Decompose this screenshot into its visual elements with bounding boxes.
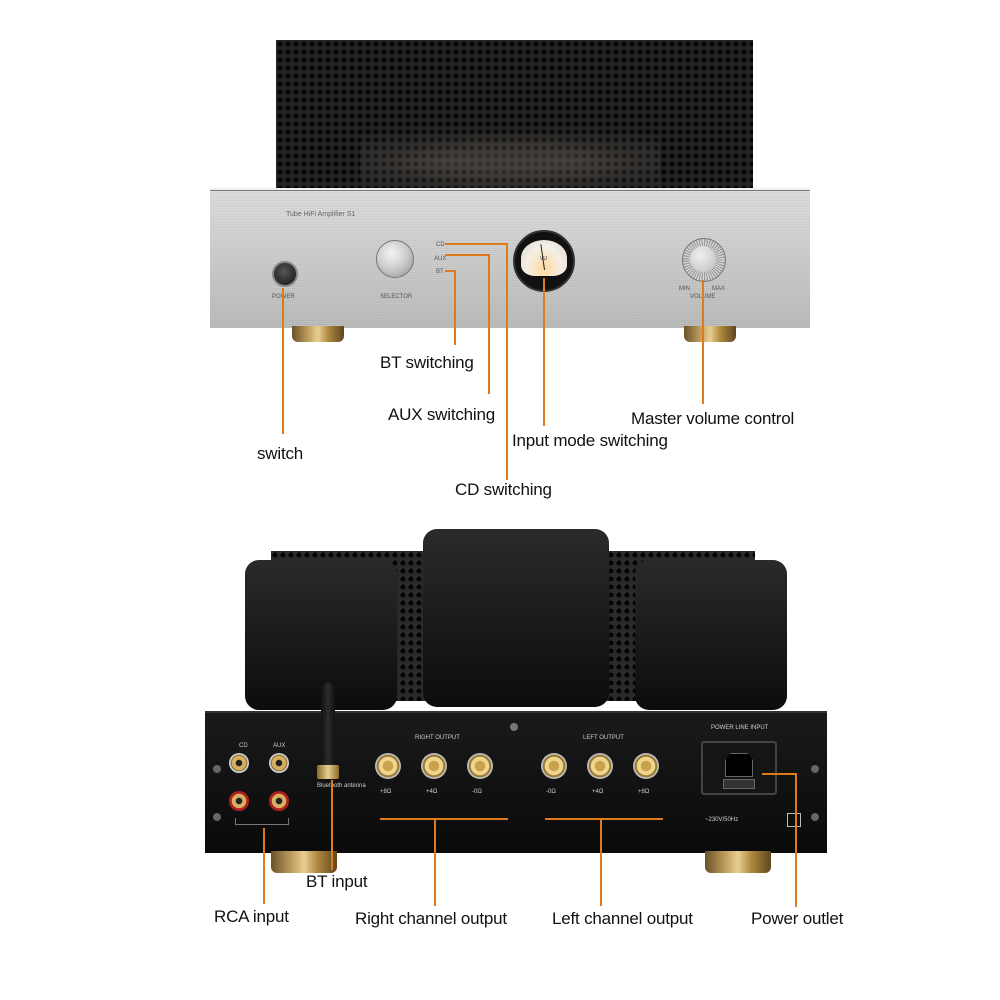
left-terminal-label: +8Ω — [638, 789, 650, 795]
callout-bt-input: BT input — [306, 872, 368, 891]
bluetooth-antenna — [321, 683, 335, 767]
line-bt — [445, 270, 455, 272]
left-terminal-label: +4Ω — [592, 789, 604, 795]
line-power-outlet-h — [762, 773, 796, 775]
front-faceplate: Tube HiFi Amplifier S1 POWER SELECTOR CD… — [210, 188, 810, 328]
line-power-outlet-v — [795, 773, 797, 907]
callout-aux-switching: AUX switching — [388, 405, 495, 424]
power-transformer — [423, 529, 609, 707]
line-bt-v — [454, 270, 456, 345]
callout-master-volume: Master volume control — [631, 409, 795, 428]
callout-bt-switching: BT switching — [380, 353, 474, 372]
callout-cd-switching: CD switching — [455, 480, 552, 499]
rca-jack-cd-left[interactable] — [229, 753, 249, 773]
power-line-input-label: POWER LINE INPUT — [711, 725, 769, 731]
speaker-terminal-left-8ohm[interactable] — [633, 753, 659, 779]
voltage-label: ~230V/50Hz — [705, 817, 739, 823]
callout-input-mode: Input mode switching — [512, 431, 668, 450]
volume-knob-cap — [690, 246, 716, 272]
class-ii-symbol — [787, 813, 801, 827]
line-right-output-v — [434, 818, 436, 906]
tube-glow — [360, 120, 660, 190]
fuse-holder — [723, 779, 755, 789]
line-aux-v — [488, 254, 490, 394]
line-volume — [702, 280, 704, 404]
callout-switch: switch — [257, 444, 304, 463]
rca-jack-aux-right[interactable] — [269, 791, 289, 811]
rear-amplifier: CD AUX Bluetooth antenna RIGHT OUTPUT +8… — [205, 525, 835, 875]
rca-cd-label: CD — [239, 743, 248, 749]
line-input-mode — [543, 278, 545, 426]
input-bt-label: BT — [436, 269, 444, 275]
screw — [213, 813, 221, 821]
vu-meter-face: VU — [521, 240, 567, 276]
rear-panel: CD AUX Bluetooth antenna RIGHT OUTPUT +8… — [205, 683, 827, 853]
rca-jack-cd-right[interactable] — [229, 791, 249, 811]
line-left-output-v — [600, 818, 602, 906]
right-terminal-label: -0Ω — [472, 789, 482, 795]
rca-jack-aux-left[interactable] — [269, 753, 289, 773]
bluetooth-antenna-label: Bluetooth antenna — [317, 783, 366, 789]
line-switch — [282, 288, 284, 434]
line-bt-input — [331, 780, 333, 870]
front-foot-left — [292, 326, 344, 342]
right-output-label: RIGHT OUTPUT — [415, 735, 460, 741]
power-button[interactable] — [272, 261, 298, 287]
left-terminal-label: -0Ω — [546, 789, 556, 795]
speaker-terminal-right-4ohm[interactable] — [421, 753, 447, 779]
bluetooth-connector[interactable] — [317, 765, 339, 779]
screw — [213, 765, 221, 773]
volume-min-label: MIN — [679, 286, 690, 292]
front-foot-right — [684, 326, 736, 342]
rca-bracket — [235, 818, 289, 825]
left-output-label: LEFT OUTPUT — [583, 735, 624, 741]
callout-left-channel-output: Left channel output — [552, 909, 693, 928]
tube-cage-grille — [276, 40, 753, 192]
selector-label: SELECTOR — [380, 294, 413, 300]
speaker-terminal-left-4ohm[interactable] — [587, 753, 613, 779]
speaker-terminal-left-0ohm[interactable] — [541, 753, 567, 779]
callout-right-channel-output: Right channel output — [355, 909, 507, 928]
rca-aux-label: AUX — [273, 743, 286, 749]
power-inlet[interactable] — [701, 741, 777, 795]
callout-rca-input: RCA input — [214, 907, 289, 926]
line-cd-v — [506, 243, 508, 480]
speaker-terminal-right-0ohm[interactable] — [467, 753, 493, 779]
line-cd — [445, 243, 507, 245]
line-aux — [445, 254, 489, 256]
callout-power-outlet: Power outlet — [751, 909, 844, 928]
model-label: Tube HiFi Amplifier S1 — [286, 211, 356, 218]
line-rca — [263, 828, 265, 904]
screw — [510, 723, 518, 731]
power-inlet-socket — [725, 753, 753, 777]
rear-foot-left — [271, 851, 337, 873]
rear-foot-right — [705, 851, 771, 873]
line-right-output-h — [380, 818, 508, 820]
speaker-terminal-right-8ohm[interactable] — [375, 753, 401, 779]
right-terminal-label: +4Ω — [426, 789, 438, 795]
input-cd-label: CD — [436, 242, 445, 248]
line-left-output-h — [545, 818, 663, 820]
front-amplifier: Tube HiFi Amplifier S1 POWER SELECTOR CD… — [210, 40, 810, 342]
screw — [811, 813, 819, 821]
selector-knob[interactable] — [376, 240, 414, 278]
input-aux-label: AUX — [434, 256, 447, 262]
output-transformer-left — [245, 560, 397, 710]
volume-max-label: MAX — [712, 286, 726, 292]
output-transformer-right — [635, 560, 787, 710]
right-terminal-label: +8Ω — [380, 789, 392, 795]
screw — [811, 765, 819, 773]
